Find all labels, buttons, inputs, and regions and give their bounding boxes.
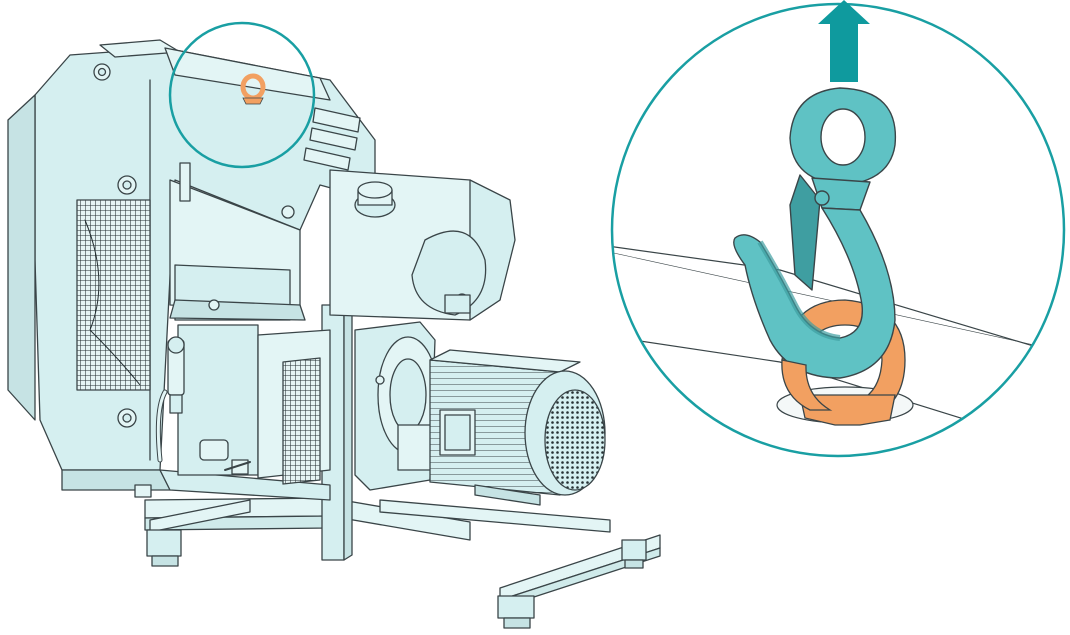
valve-fittings [134, 336, 251, 498]
base-frame [144, 497, 661, 609]
lift-up-arrow-icon [818, 0, 870, 82]
electric-motor [429, 349, 606, 506]
oil-tank [329, 169, 516, 321]
crane-hook-icon [733, 87, 897, 379]
vacuum-pump-unit [7, 39, 661, 629]
machine-feet [146, 529, 647, 629]
pump-stage [169, 162, 331, 485]
eyebolt-highlight [168, 21, 316, 169]
eyebolt-small-icon [240, 73, 266, 105]
front-grille [76, 199, 151, 391]
eyebolt-ring-front [781, 359, 833, 411]
coupling-housing [354, 321, 439, 491]
